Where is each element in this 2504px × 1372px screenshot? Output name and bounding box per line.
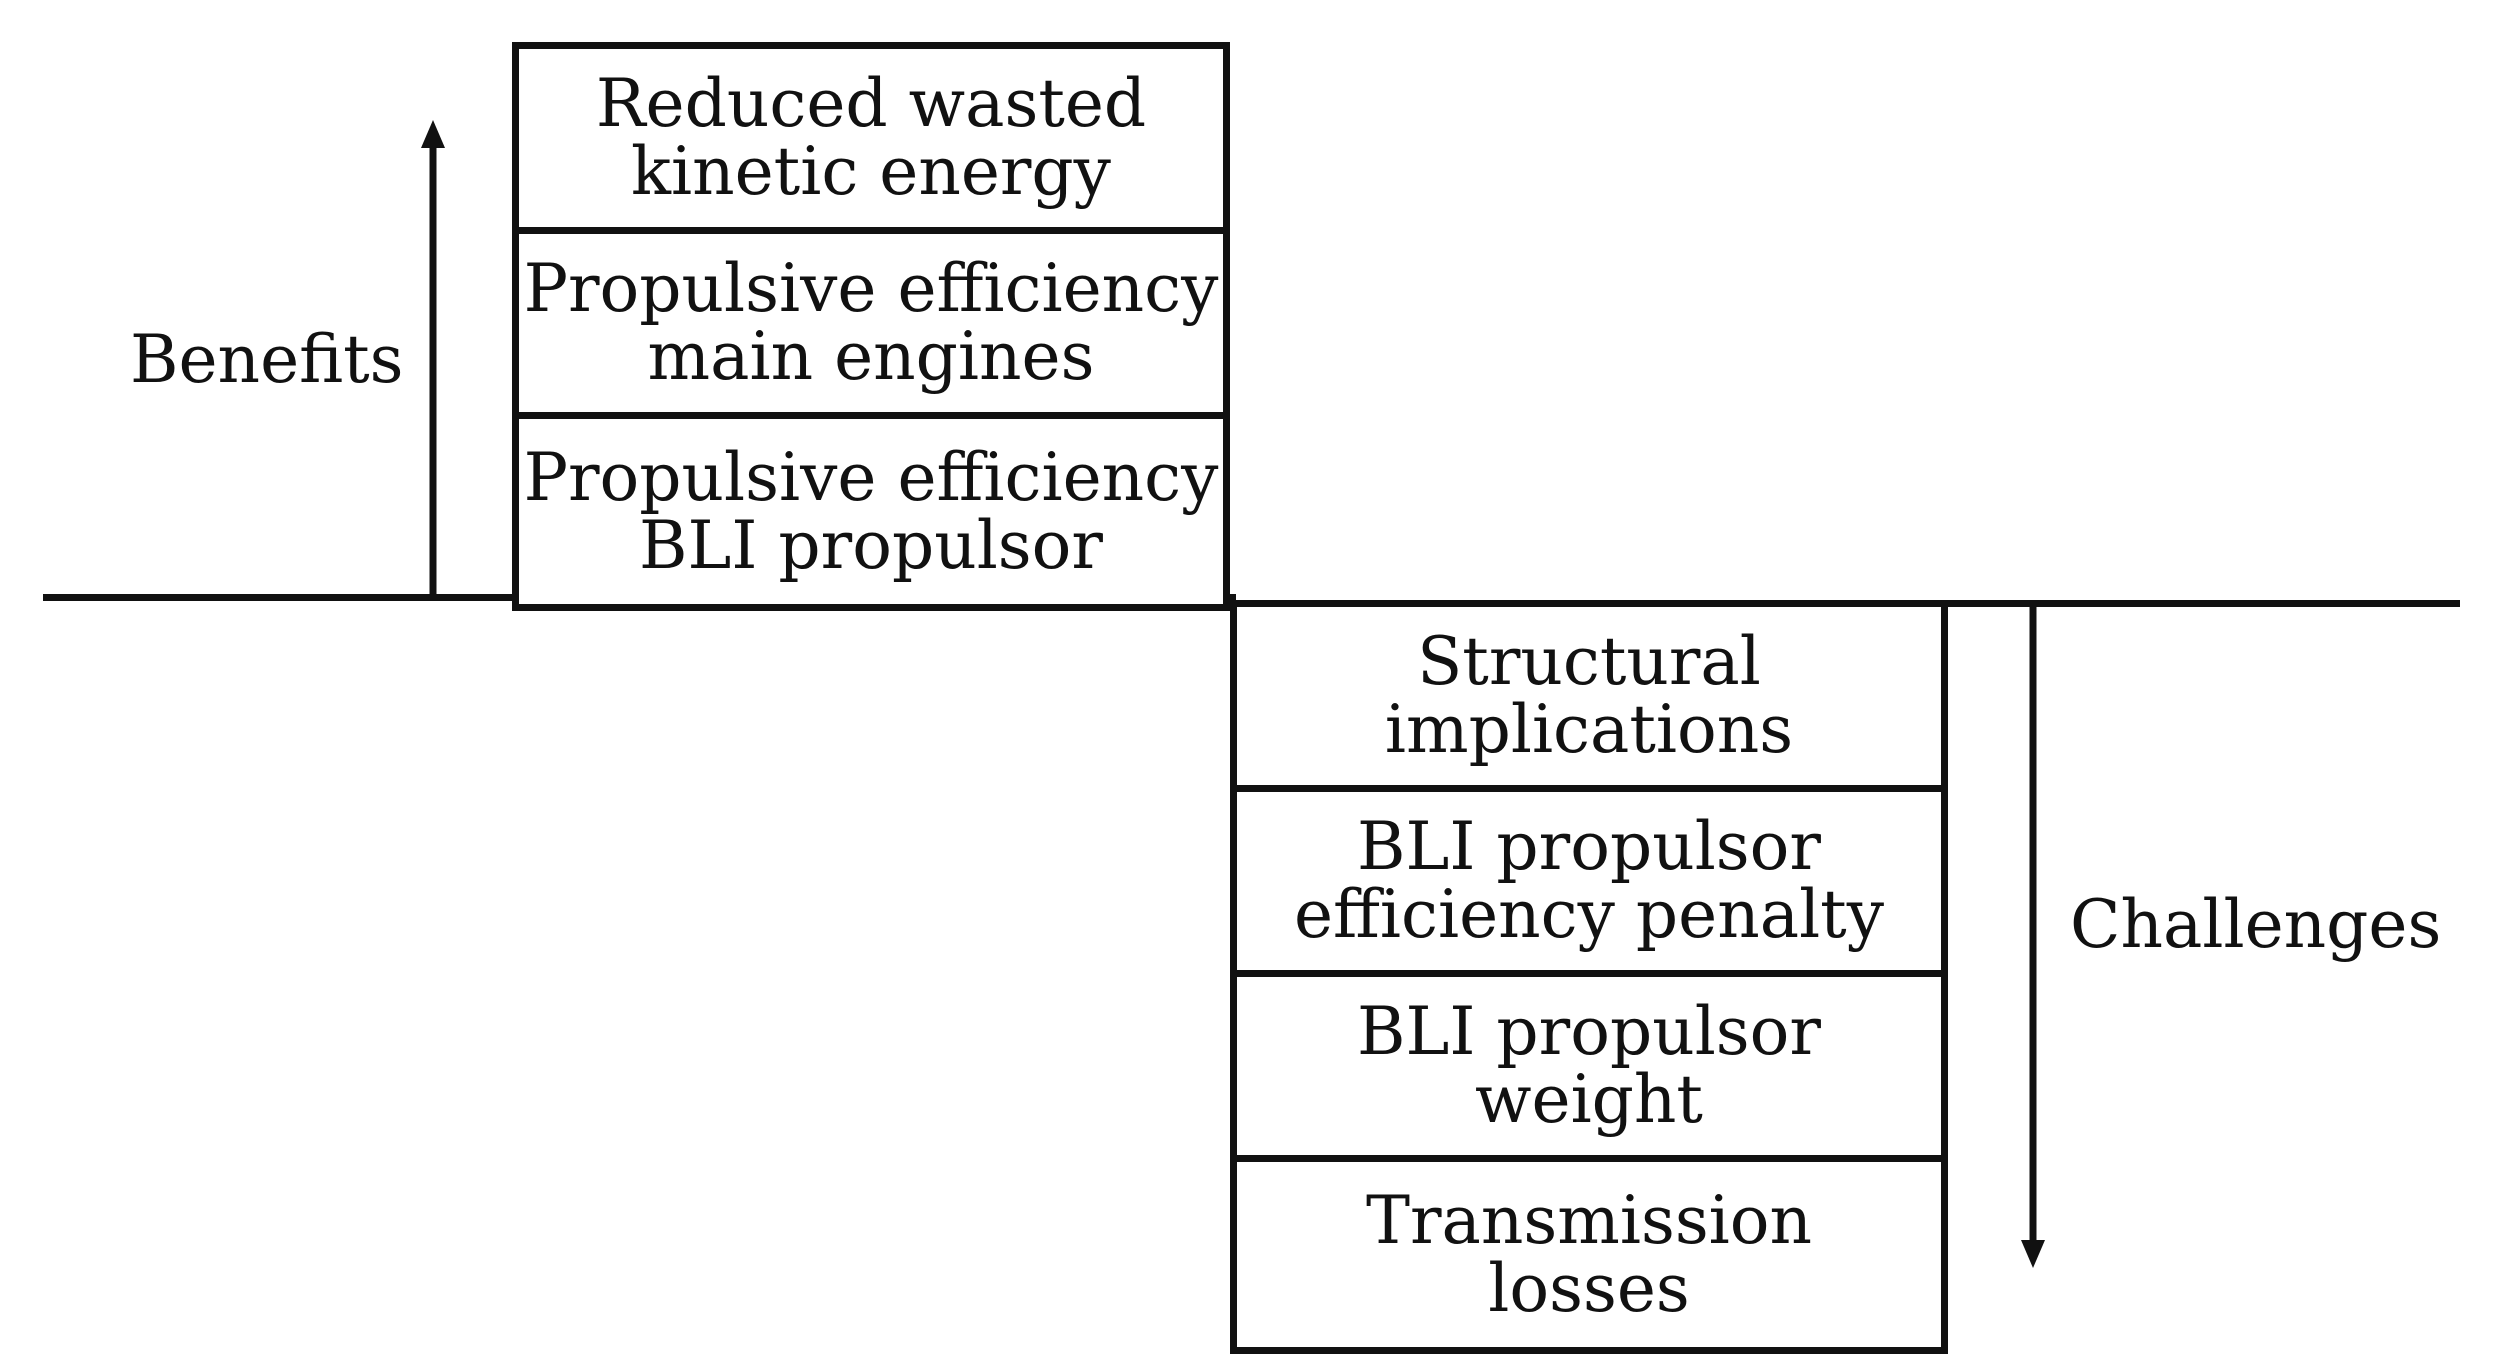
challenges-label: Challenges [2070,886,2442,963]
benefit-box-reduced-kinetic-energy: Reduced wasted kinetic energy [519,49,1223,234]
challenge-box-line2: weight [1475,1061,1703,1138]
challenge-box-structural-implications: Structural implications [1237,607,1941,792]
benefits-stack: Reduced wasted kinetic energy Propulsive… [512,42,1230,611]
challenges-arrow [2021,603,2045,1268]
benefit-box-line2: kinetic energy [631,133,1111,210]
benefits-arrow [421,120,445,597]
challenge-box-line2: implications [1384,691,1794,768]
challenge-box-transmission-losses: Transmission losses [1237,1162,1941,1347]
benefit-box-propulsive-efficiency-bli-propulsor: Propulsive efficiency BLI propulsor [519,419,1223,604]
benefit-box-line2: main engines [647,318,1095,395]
challenge-box-line1: BLI propulsor [1357,808,1821,885]
benefit-box-line1: Reduced wasted [595,65,1147,142]
benefit-box-line1: Propulsive efficiency [523,250,1219,327]
challenge-box-line2: efficiency penalty [1293,876,1884,953]
challenge-box-line1: Structural [1417,623,1761,700]
challenges-stack: Structural implications BLI propulsor ef… [1230,600,1948,1354]
challenge-box-bli-efficiency-penalty: BLI propulsor efficiency penalty [1237,792,1941,977]
challenge-box-bli-propulsor-weight: BLI propulsor weight [1237,977,1941,1162]
challenge-box-line2: losses [1488,1249,1690,1327]
benefit-box-propulsive-efficiency-main-engines: Propulsive efficiency main engines [519,234,1223,419]
benefits-label: Benefits [130,321,404,398]
challenge-box-line1: BLI propulsor [1357,993,1821,1070]
challenge-box-line1: Transmission [1365,1181,1813,1259]
benefit-box-line2: BLI propulsor [639,506,1103,584]
benefit-box-line1: Propulsive efficiency [523,438,1219,516]
